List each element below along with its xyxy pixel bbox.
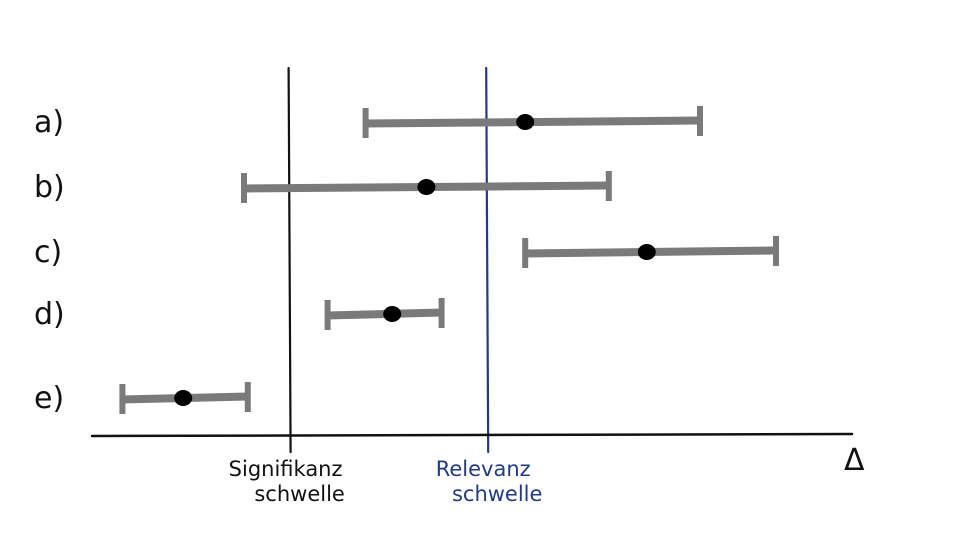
row-label-2: c) (34, 235, 62, 270)
interval-layer (119, 106, 779, 414)
row-label-0: a) (34, 105, 64, 140)
threshold-label-significance-line1: Signifikanz (229, 457, 343, 481)
point-estimate-1 (417, 179, 436, 195)
threshold-line-relevance (485, 66, 490, 454)
x-axis-line (90, 432, 854, 438)
row-label-3: d) (34, 297, 65, 332)
point-estimate-4 (174, 390, 193, 406)
threshold-line-significance (287, 66, 292, 454)
row-label-1: b) (34, 170, 65, 205)
point-estimate-2 (637, 244, 656, 260)
row-label-4: e) (34, 381, 64, 416)
x-axis-label: Δ (844, 443, 865, 478)
point-estimate-3 (383, 306, 402, 322)
label-layer: a) b) c) d) e) (34, 105, 65, 416)
threshold-label-relevance-line2: schwelle (452, 482, 542, 506)
threshold-label-relevance-line1: Relevanz (436, 457, 531, 481)
point-estimate-0 (516, 114, 535, 130)
threshold-label-significance-line2: schwelle (254, 482, 344, 506)
